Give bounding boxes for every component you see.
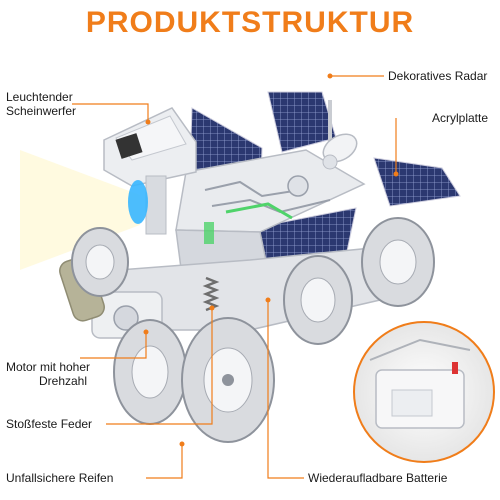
wheel-middle-right — [283, 255, 353, 345]
wheel-back-left — [71, 227, 129, 297]
callout-motor — [80, 332, 147, 359]
callout-battery — [267, 300, 304, 479]
label-battery: Wiederaufladbare Batterie — [308, 471, 448, 485]
headlight-lamp — [128, 180, 148, 224]
solar-panel-right — [373, 157, 461, 207]
page-title: PRODUKTSTRUKTUR — [85, 6, 415, 39]
rover-body-top — [175, 149, 366, 233]
label-headlight-line1: Leuchtender — [6, 90, 73, 104]
label-headlight: Leuchtender Scheinwerfer — [6, 90, 76, 118]
label-tires: Unfallsichere Reifen — [6, 471, 114, 485]
callout-dots — [143, 73, 399, 447]
wheel-back-right — [361, 217, 435, 307]
label-motor-line1: Motor mit hoher — [6, 360, 91, 374]
callout-spring — [106, 308, 213, 425]
glow-strip — [225, 202, 293, 220]
label-motor-line2: Drehzahl — [39, 374, 88, 388]
solar-panel-top — [267, 91, 337, 153]
label-headlight-line2: Scheinwerfer — [6, 104, 77, 118]
wheel-front-right — [181, 317, 275, 443]
callout-headlight — [72, 103, 149, 122]
label-spring: Stoßfeste Feder — [6, 417, 93, 431]
headlight-beam — [20, 150, 140, 270]
radar-dish — [322, 100, 358, 170]
callout-tires — [146, 444, 183, 479]
label-acrylic: Acrylplatte — [432, 111, 489, 125]
wheel-front-left — [113, 319, 187, 425]
spring — [202, 276, 220, 312]
label-radar: Dekoratives Radar — [388, 69, 488, 83]
label-motor: Motor mit hoher Drehzahl — [6, 360, 90, 388]
battery-detail-bubble — [353, 321, 495, 463]
callout-lines — [72, 75, 397, 479]
